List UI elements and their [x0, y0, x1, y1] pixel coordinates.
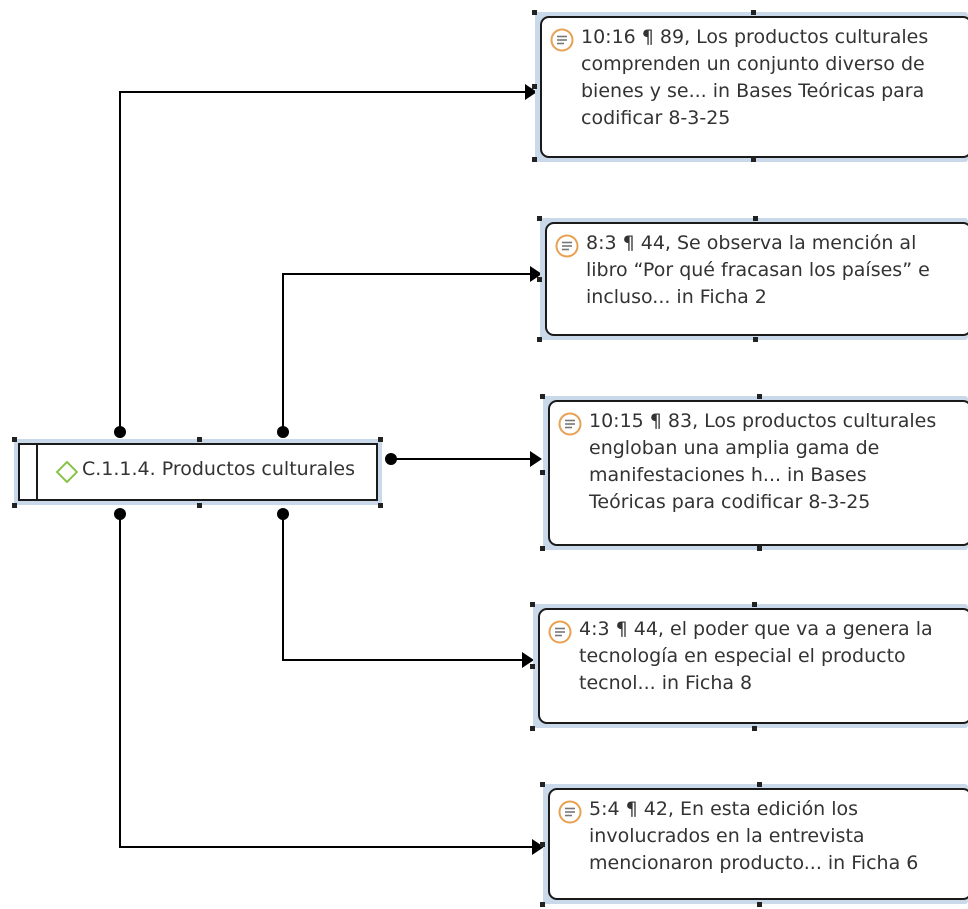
- resize-handle[interactable]: [12, 503, 17, 508]
- link-anchor-dot: [385, 453, 397, 465]
- quotation-icon: [558, 800, 582, 824]
- quotation-line: comprenden un conjunto diverso de: [581, 53, 925, 75]
- resize-handle[interactable]: [530, 664, 535, 669]
- link-line-5: [119, 514, 532, 848]
- resize-handle[interactable]: [540, 546, 545, 551]
- quotation-line: Teóricas para codificar 8-3-25: [589, 491, 871, 513]
- resize-handle[interactable]: [197, 503, 202, 508]
- link-anchor-dot: [114, 508, 126, 520]
- resize-handle[interactable]: [537, 277, 542, 282]
- quotation-icon: [550, 28, 574, 52]
- code-diamond-icon: [56, 461, 78, 483]
- quotation-line: tecnología en especial el producto: [579, 645, 906, 667]
- resize-handle[interactable]: [532, 10, 537, 15]
- resize-handle[interactable]: [751, 10, 756, 15]
- link-line-1: [119, 91, 525, 432]
- link-anchor-dot: [277, 426, 289, 438]
- quotation-node-4[interactable]: 4:3 ¶ 44, el poder que va a genera la te…: [538, 608, 968, 724]
- quotation-line: 10:15 ¶ 83, Los productos culturales: [589, 410, 937, 432]
- quotation-line: libro “Por qué fracasan los países” e: [586, 259, 930, 281]
- quotation-line: involucrados en la entrevista: [589, 825, 865, 847]
- resize-handle[interactable]: [757, 902, 762, 907]
- link-line-4: [282, 514, 522, 661]
- resize-handle[interactable]: [752, 602, 757, 607]
- resize-handle[interactable]: [378, 437, 383, 442]
- resize-handle[interactable]: [530, 726, 535, 731]
- resize-handle[interactable]: [757, 546, 762, 551]
- arrowhead: [530, 266, 542, 282]
- resize-handle[interactable]: [378, 503, 383, 508]
- link-anchor-dot: [277, 508, 289, 520]
- quotation-line: tecnol... in Ficha 8: [579, 672, 753, 694]
- quotation-line: manifestaciones h... in Bases: [589, 464, 867, 486]
- resize-handle[interactable]: [753, 337, 758, 342]
- quotation-text: 4:3 ¶ 44, el poder que va a genera la te…: [574, 616, 962, 697]
- quotation-line: 5:4 ¶ 42, En esta edición los: [589, 798, 859, 820]
- quotation-line: mencionaron producto... in Ficha 6: [589, 852, 919, 874]
- resize-handle[interactable]: [197, 437, 202, 442]
- code-node-bar: [36, 445, 38, 499]
- quotation-icon: [548, 620, 572, 644]
- quotation-node-3[interactable]: 10:15 ¶ 83, Los productos culturales eng…: [548, 400, 968, 546]
- arrowhead: [530, 451, 542, 467]
- quotation-icon: [555, 234, 579, 258]
- code-label: C.1.1.4. Productos culturales: [82, 458, 356, 480]
- resize-handle[interactable]: [537, 337, 542, 342]
- resize-handle[interactable]: [540, 842, 545, 847]
- link-line-2: [282, 273, 530, 432]
- resize-handle[interactable]: [540, 394, 545, 399]
- quotation-line: 10:16 ¶ 89, Los productos culturales: [581, 26, 929, 48]
- resize-handle[interactable]: [751, 157, 756, 162]
- arrowhead: [532, 839, 544, 855]
- quotation-line: codificar 8-3-25: [581, 107, 731, 129]
- resize-handle[interactable]: [537, 216, 542, 221]
- resize-handle[interactable]: [757, 394, 762, 399]
- quotation-node-1[interactable]: 10:16 ¶ 89, Los productos culturales com…: [540, 16, 968, 158]
- quotation-line: bienes y se... in Bases Teóricas para: [581, 80, 925, 102]
- quotation-line: engloban una amplia gama de: [589, 437, 880, 459]
- resize-handle[interactable]: [532, 84, 537, 89]
- resize-handle[interactable]: [752, 726, 757, 731]
- quotation-line: 8:3 ¶ 44, Se observa la mención al: [586, 232, 917, 254]
- resize-handle[interactable]: [540, 782, 545, 787]
- quotation-icon: [558, 412, 582, 436]
- quotation-node-5[interactable]: 5:4 ¶ 42, En esta edición los involucrad…: [548, 788, 968, 900]
- quotation-text: 8:3 ¶ 44, Se observa la mención al libro…: [581, 230, 962, 311]
- resize-handle[interactable]: [753, 216, 758, 221]
- arrowhead: [525, 84, 537, 100]
- resize-handle[interactable]: [540, 470, 545, 475]
- resize-handle[interactable]: [530, 602, 535, 607]
- resize-handle[interactable]: [532, 157, 537, 162]
- quotation-line: incluso... in Ficha 2: [586, 286, 767, 308]
- code-node[interactable]: C.1.1.4. Productos culturales: [18, 443, 378, 501]
- arrowhead: [522, 652, 534, 668]
- quotation-line: 4:3 ¶ 44, el poder que va a genera la: [579, 618, 933, 640]
- link-anchor-dot: [114, 426, 126, 438]
- resize-handle[interactable]: [12, 437, 17, 442]
- quotation-text: 5:4 ¶ 42, En esta edición los involucrad…: [584, 796, 962, 877]
- resize-handle[interactable]: [757, 782, 762, 787]
- quotation-text: 10:16 ¶ 89, Los productos culturales com…: [576, 24, 962, 132]
- resize-handle[interactable]: [540, 902, 545, 907]
- quotation-text: 10:15 ¶ 83, Los productos culturales eng…: [584, 408, 962, 516]
- quotation-node-2[interactable]: 8:3 ¶ 44, Se observa la mención al libro…: [545, 222, 968, 336]
